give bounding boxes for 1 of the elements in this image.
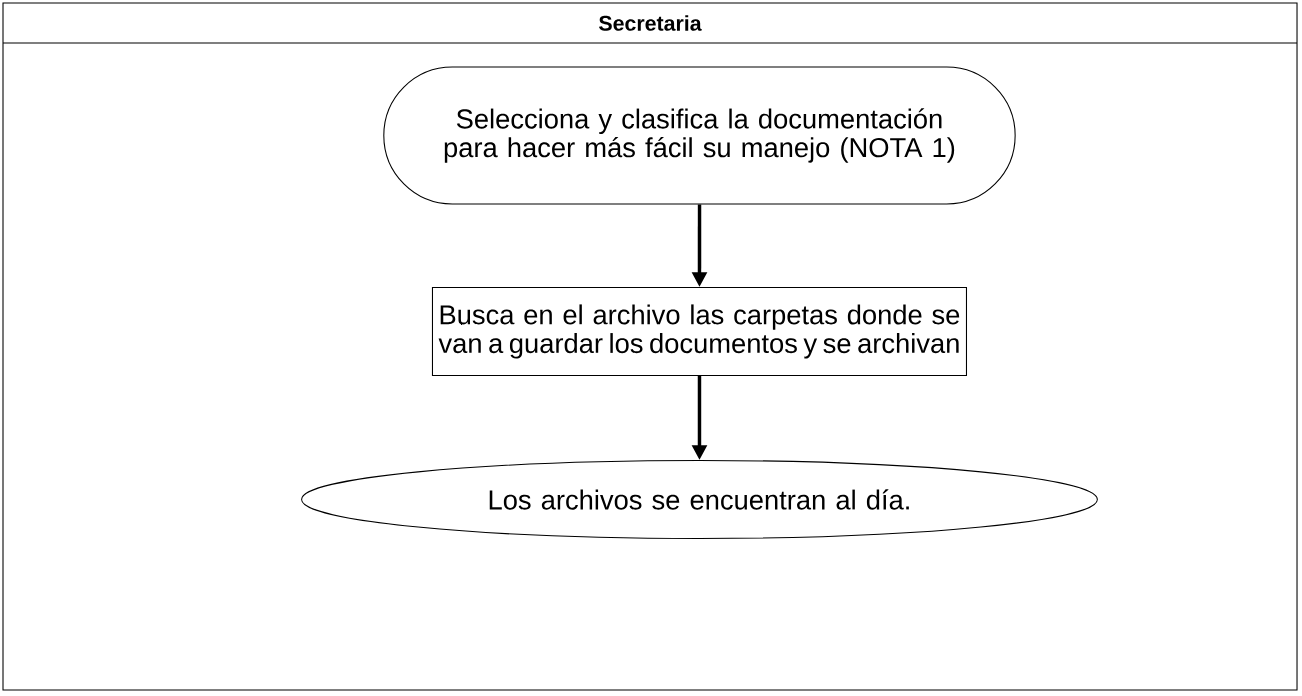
process-box: Busca en el archivo las carpetas donde se van a guardar los documentos y se archivan [431, 286, 967, 376]
